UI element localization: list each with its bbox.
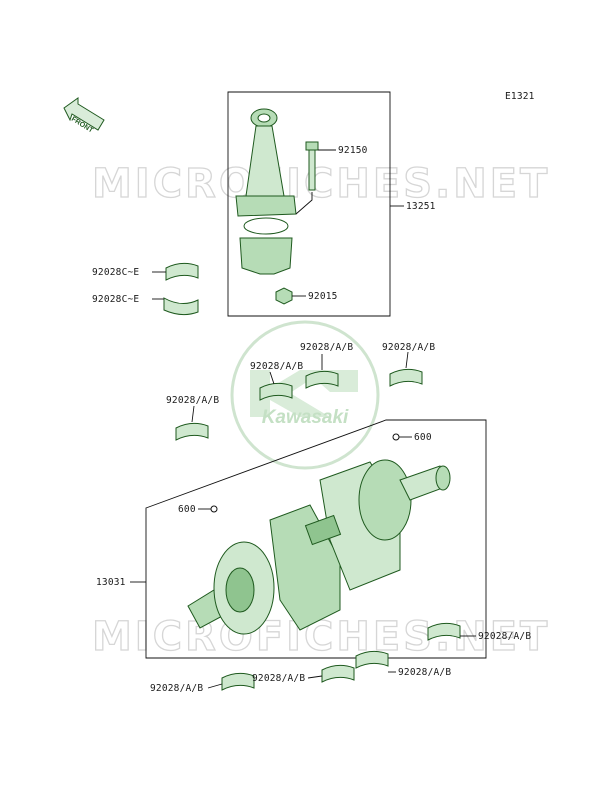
callout-main-bearing-8: 92028/A/B [398, 667, 451, 678]
callout-main-bearing-1: 92028/A/B [250, 361, 303, 372]
callout-main-bearing-6: 92028/A/B [150, 683, 203, 694]
main-bearing-8 [355, 650, 389, 669]
callout-main-bearing-5: 92028/A/B [478, 631, 531, 642]
callout-92015: 92015 [308, 291, 338, 302]
connecting-rod [235, 108, 297, 275]
main-bearing-1 [259, 382, 293, 401]
crankshaft [187, 459, 451, 635]
callout-main-bearing-7: 92028/A/B [252, 673, 305, 684]
conrod-bolt [305, 141, 319, 191]
callout-main-bearing-4: 92028/A/B [166, 395, 219, 406]
main-bearing-3 [389, 368, 423, 387]
callout-92150: 92150 [338, 145, 368, 156]
main-bearing-4 [175, 422, 209, 441]
callout-600-right: 600 [414, 432, 432, 443]
callout-600-left: 600 [178, 504, 196, 515]
main-bearing-5 [427, 622, 461, 641]
conrod-nut [275, 287, 293, 305]
watermark-top: MICROFICHES.NET [92, 161, 550, 207]
front-arrow-icon: FRONT [63, 97, 105, 135]
callout-main-bearing-2: 92028/A/B [300, 342, 353, 353]
main-bearing-7 [321, 664, 355, 683]
crankshaft-assy-box [145, 419, 487, 659]
main-bearing-2 [305, 370, 339, 389]
watermark-bottom: MICROFICHES.NET [92, 614, 550, 660]
callout-92028c-e-lower: 92028C~E [92, 294, 139, 305]
main-bearing-6 [221, 672, 255, 691]
conrod-bearing-upper [165, 262, 199, 281]
callout-13251: 13251 [406, 201, 436, 212]
callout-92028c-e-upper: 92028C~E [92, 267, 139, 278]
conrod-assy-box [227, 91, 391, 317]
callout-13031: 13031 [96, 577, 126, 588]
conrod-bearing-lower [163, 297, 199, 316]
diagram-code: E1321 [505, 91, 535, 102]
callout-main-bearing-3: 92028/A/B [382, 342, 435, 353]
kawasaki-wordmark: Kawasaki [262, 407, 349, 428]
